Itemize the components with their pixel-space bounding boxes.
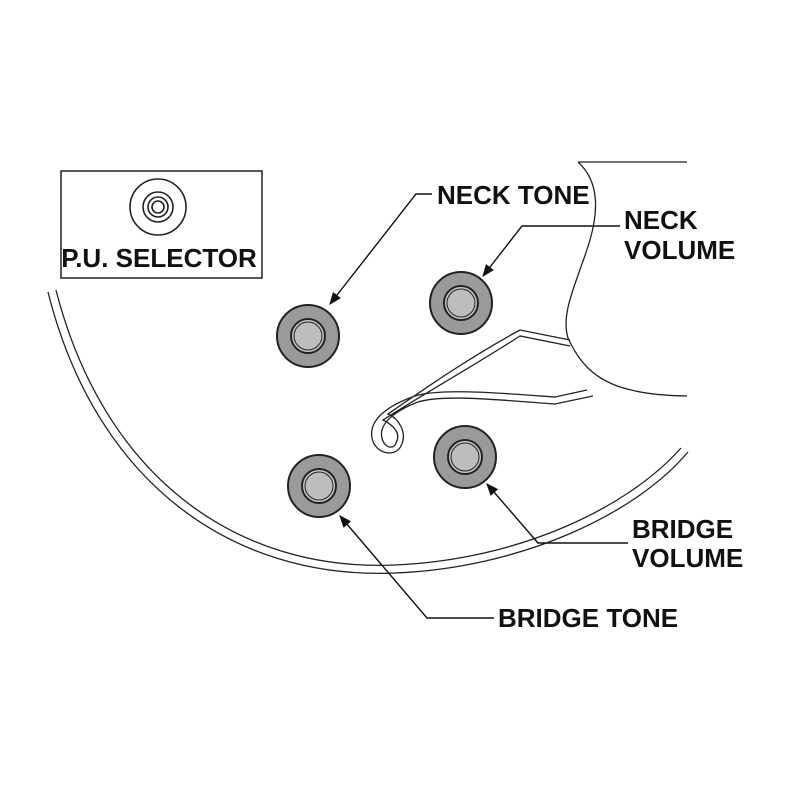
bridge-tone-knob: [287, 454, 351, 518]
f-hole-outline: [371, 329, 594, 454]
neck-tone-leader: [329, 193, 432, 305]
bridge-volume-label-line2: VOLUME: [632, 543, 743, 573]
neck-tone-label: NECK TONE: [437, 180, 590, 210]
pu-selector-box: P.U. SELECTOR: [60, 170, 263, 279]
guitar-cutaway-outline: [565, 161, 688, 397]
bridge-volume-label-line1: BRIDGE: [632, 514, 733, 544]
neck-volume-label-line1: NECK: [624, 205, 698, 235]
guitar-body-outline: [47, 289, 689, 574]
bridge-volume-leader: [486, 483, 628, 544]
neck-volume-knob: [429, 271, 493, 335]
neck-tone-knob: [276, 304, 340, 368]
neck-volume-label-line2: VOLUME: [624, 235, 735, 265]
bridge-tone-leader: [339, 515, 494, 619]
bridge-tone-label: BRIDGE TONE: [498, 603, 678, 633]
neck-volume-leader: [482, 225, 620, 277]
bridge-volume-knob: [433, 425, 497, 489]
pu-selector-switch-icon: [129, 178, 187, 236]
pu-selector-label: P.U. SELECTOR: [61, 243, 257, 273]
